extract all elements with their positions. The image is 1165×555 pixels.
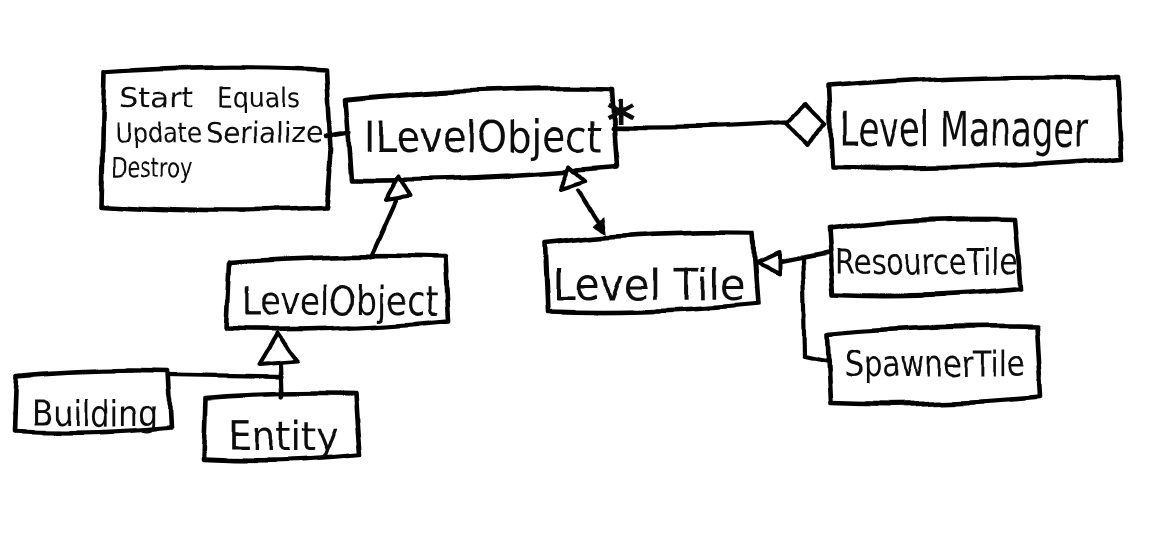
class-box-spawnertile xyxy=(824,324,1044,407)
interface-methods-note-box xyxy=(98,65,334,213)
class-label-levelobject: LevelObject xyxy=(242,279,438,325)
method-label-serialize: Serialize xyxy=(206,116,323,149)
realization-line-levelobject xyxy=(368,198,399,260)
class-label-entity: Entity xyxy=(228,414,338,460)
method-label-start: Start xyxy=(119,81,193,114)
connector-spawnertile xyxy=(800,255,831,364)
class-box-resourcetile xyxy=(826,216,1024,299)
method-label-equals: Equals xyxy=(217,81,300,114)
realization-triangle-leveltile xyxy=(559,166,588,192)
method-label-destroy: Destroy xyxy=(111,151,192,184)
class-box-building xyxy=(12,368,174,435)
method-label-update: Update xyxy=(115,116,202,149)
class-box-entity xyxy=(200,391,362,463)
multiplicity-star: * xyxy=(606,89,635,154)
class-label-spawnertile: SpawnerTile xyxy=(845,344,1025,385)
class-label-ilevelobject: ILevelObject xyxy=(364,112,602,163)
inheritance-triangle-levelobject-children xyxy=(257,332,299,366)
connector-building xyxy=(167,372,284,380)
arrowhead-leveltile xyxy=(592,216,607,235)
class-label-leveltile: Level Tile xyxy=(553,260,745,311)
connector-entity xyxy=(277,360,284,400)
class-label-resourcetile: ResourceTile xyxy=(835,242,1017,283)
aggregation-line xyxy=(610,120,789,131)
inheritance-triangle-leveltile-children xyxy=(755,250,781,275)
realization-triangle-levelobject xyxy=(384,174,413,202)
class-box-leveltile xyxy=(542,230,761,315)
class-box-ilevelobject xyxy=(343,86,620,183)
class-box-levelobject xyxy=(223,253,452,332)
class-box-levelmanager xyxy=(826,74,1125,171)
class-label-building: Building xyxy=(32,394,158,435)
note-attachment-line xyxy=(323,130,353,140)
aggregation-diamond xyxy=(785,102,828,147)
class-label-levelmanager: Level Manager xyxy=(840,102,1088,158)
